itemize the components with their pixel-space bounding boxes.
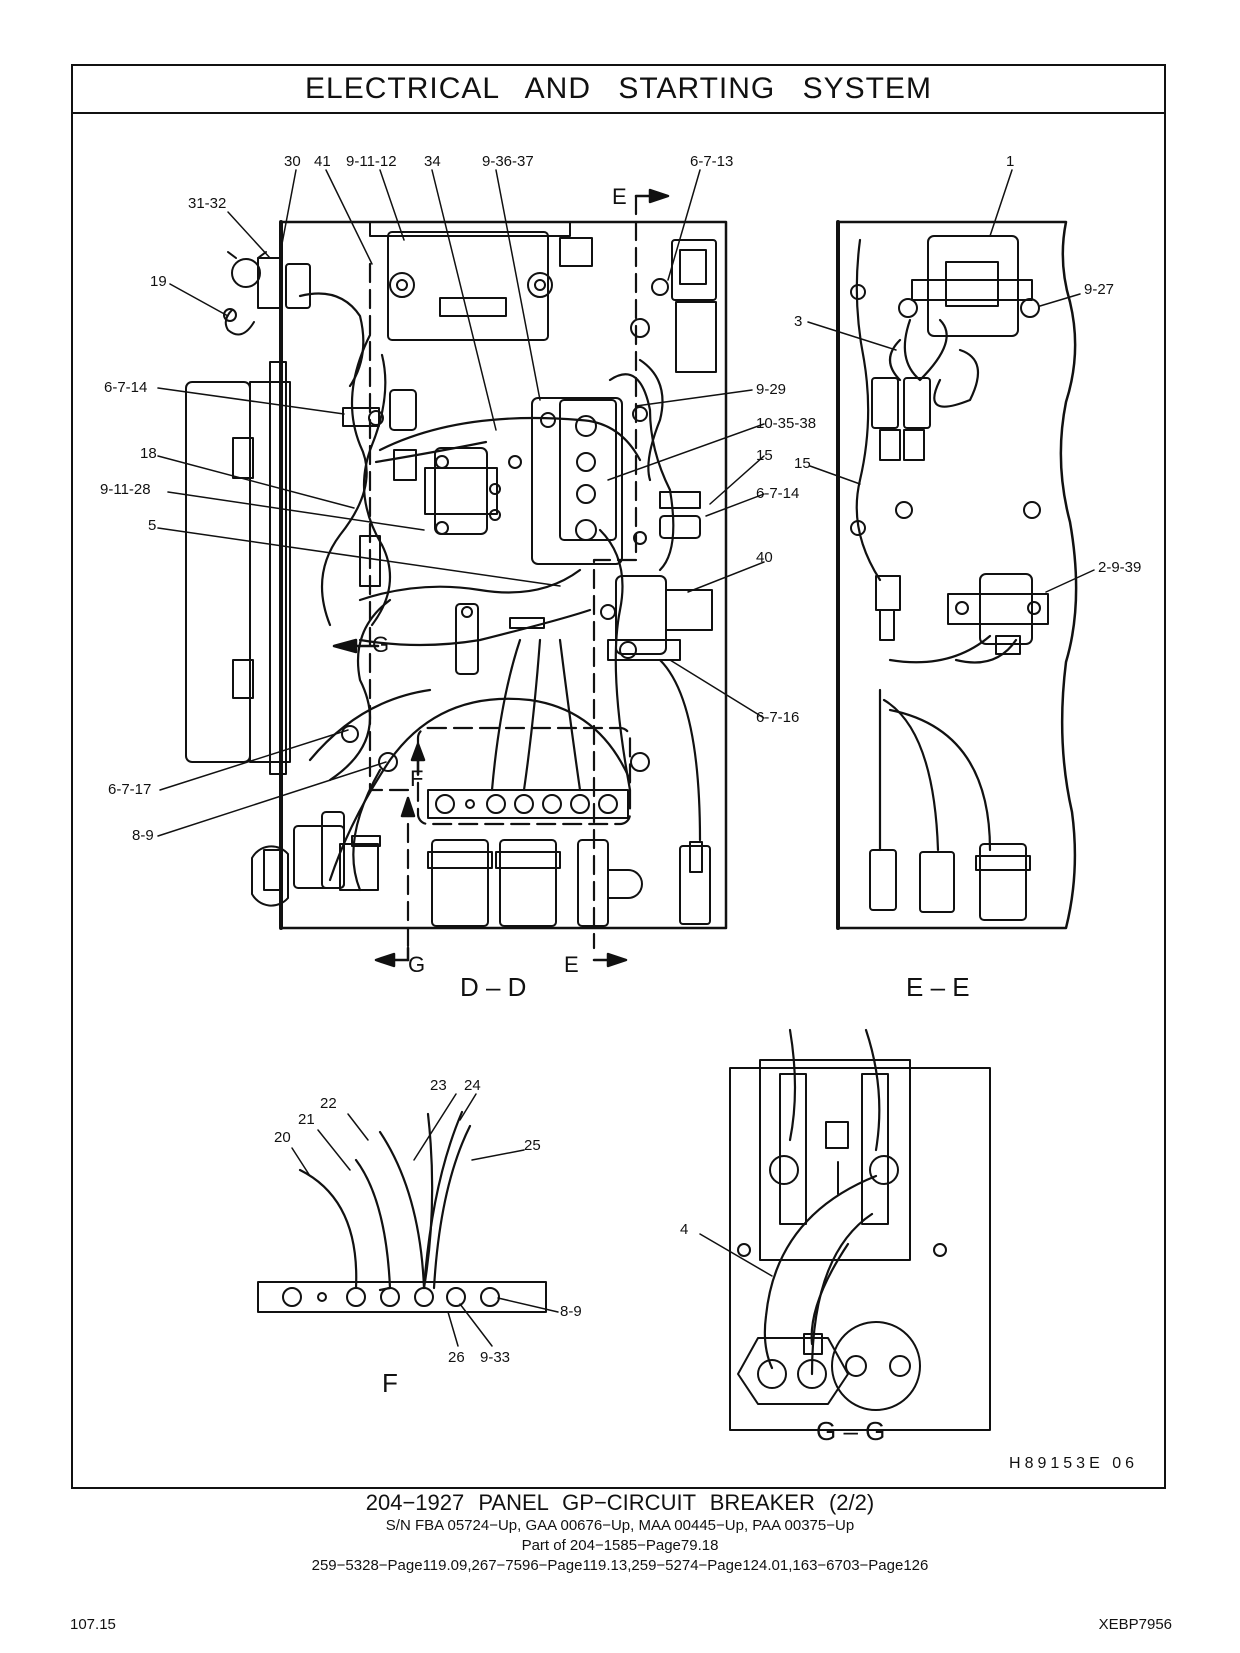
- section-letter-g-bottom: G: [408, 952, 425, 977]
- drawing-id: H89153E 06: [1009, 1455, 1138, 1472]
- callout-9-11-12: 9-11-12: [346, 153, 397, 170]
- callout-31-32: 31-32: [188, 195, 226, 212]
- view-f: [257, 1281, 547, 1313]
- callout-40: 40: [756, 549, 773, 566]
- caption-title: 204−1927 PANEL GP−CIRCUIT BREAKER (2/2): [365, 1490, 875, 1515]
- callout-26: 26: [448, 1349, 465, 1366]
- view-gg: [729, 1059, 991, 1431]
- drawing-title: ELECTRICAL AND STARTING SYSTEM: [305, 72, 932, 105]
- drawing-frame: ELECTRICAL AND STARTING SYSTEM H89153E 0…: [71, 64, 1166, 1489]
- callout-5: 5: [148, 517, 156, 534]
- callout-30: 30: [284, 153, 301, 170]
- callout-4: 4: [680, 1221, 688, 1238]
- callout-18: 18: [140, 445, 157, 462]
- callout-21: 21: [298, 1111, 315, 1128]
- callout-labels: 30 41 9-11-12 34 9-36-37 6-7-13 1 31-32 …: [100, 153, 1141, 1366]
- section-letter-e-bottom: E: [564, 952, 579, 977]
- callout-2-9-39: 2-9-39: [1098, 559, 1141, 576]
- callout-9-29: 9-29: [756, 381, 786, 398]
- harness-gg: [763, 1028, 881, 1376]
- panel-ee: [836, 220, 1078, 930]
- page-number: 107.15: [70, 1616, 116, 1633]
- document-code: XEBP7956: [1098, 1616, 1172, 1633]
- leader-lines: [157, 169, 1095, 1347]
- callout-6-7-14-right: 6-7-14: [756, 485, 799, 502]
- callout-24: 24: [464, 1077, 481, 1094]
- callout-6-7-16: 6-7-16: [756, 709, 799, 726]
- callout-19: 19: [150, 273, 167, 290]
- callout-9-27: 9-27: [1084, 281, 1114, 298]
- section-letter-g-mid: G: [372, 632, 389, 657]
- section-lines: [368, 194, 638, 950]
- caption-serials: S/N FBA 05724−Up, GAA 00676−Up, MAA 0044…: [385, 1517, 855, 1534]
- caption-refs: 259−5328−Page119.09,267−7596−Page119.13,…: [311, 1557, 929, 1574]
- section-arrows: [332, 188, 670, 968]
- view-label-ee: E – E: [906, 972, 970, 1002]
- callout-25: 25: [524, 1137, 541, 1154]
- callout-6-7-14-left: 6-7-14: [104, 379, 147, 396]
- caption-part-of: Part of 204−1585−Page79.18: [521, 1537, 719, 1554]
- section-letter-f: F: [410, 766, 423, 791]
- title-bar: ELECTRICAL AND STARTING SYSTEM: [73, 66, 1164, 114]
- section-letter-e-top: E: [612, 184, 627, 209]
- harness-f: [298, 1110, 472, 1292]
- view-label-gg: G – G: [816, 1416, 885, 1446]
- callout-9-36-37: 9-36-37: [482, 153, 534, 170]
- callout-15-dd: 15: [756, 447, 773, 464]
- harness-dd: [298, 292, 702, 892]
- callout-3: 3: [794, 313, 802, 330]
- callout-6-7-17: 6-7-17: [108, 781, 151, 798]
- callout-34: 34: [424, 153, 441, 170]
- callout-41: 41: [314, 153, 331, 170]
- callout-22: 22: [320, 1095, 337, 1112]
- callout-20: 20: [274, 1129, 291, 1146]
- callout-8-9-dd: 8-9: [132, 827, 154, 844]
- callout-10-35-38: 10-35-38: [756, 415, 816, 432]
- view-label-dd: D – D: [460, 972, 526, 1002]
- callout-6-7-13: 6-7-13: [690, 153, 733, 170]
- callout-9-33: 9-33: [480, 1349, 510, 1366]
- callout-9-11-28: 9-11-28: [100, 481, 151, 498]
- callout-23: 23: [430, 1077, 447, 1094]
- panel-dd: [185, 220, 728, 930]
- callout-15-ee: 15: [794, 455, 811, 472]
- callout-8-9-f: 8-9: [560, 1303, 582, 1320]
- callout-1: 1: [1006, 153, 1014, 170]
- harness-ee: [855, 238, 1018, 852]
- view-label-f: F: [382, 1368, 398, 1398]
